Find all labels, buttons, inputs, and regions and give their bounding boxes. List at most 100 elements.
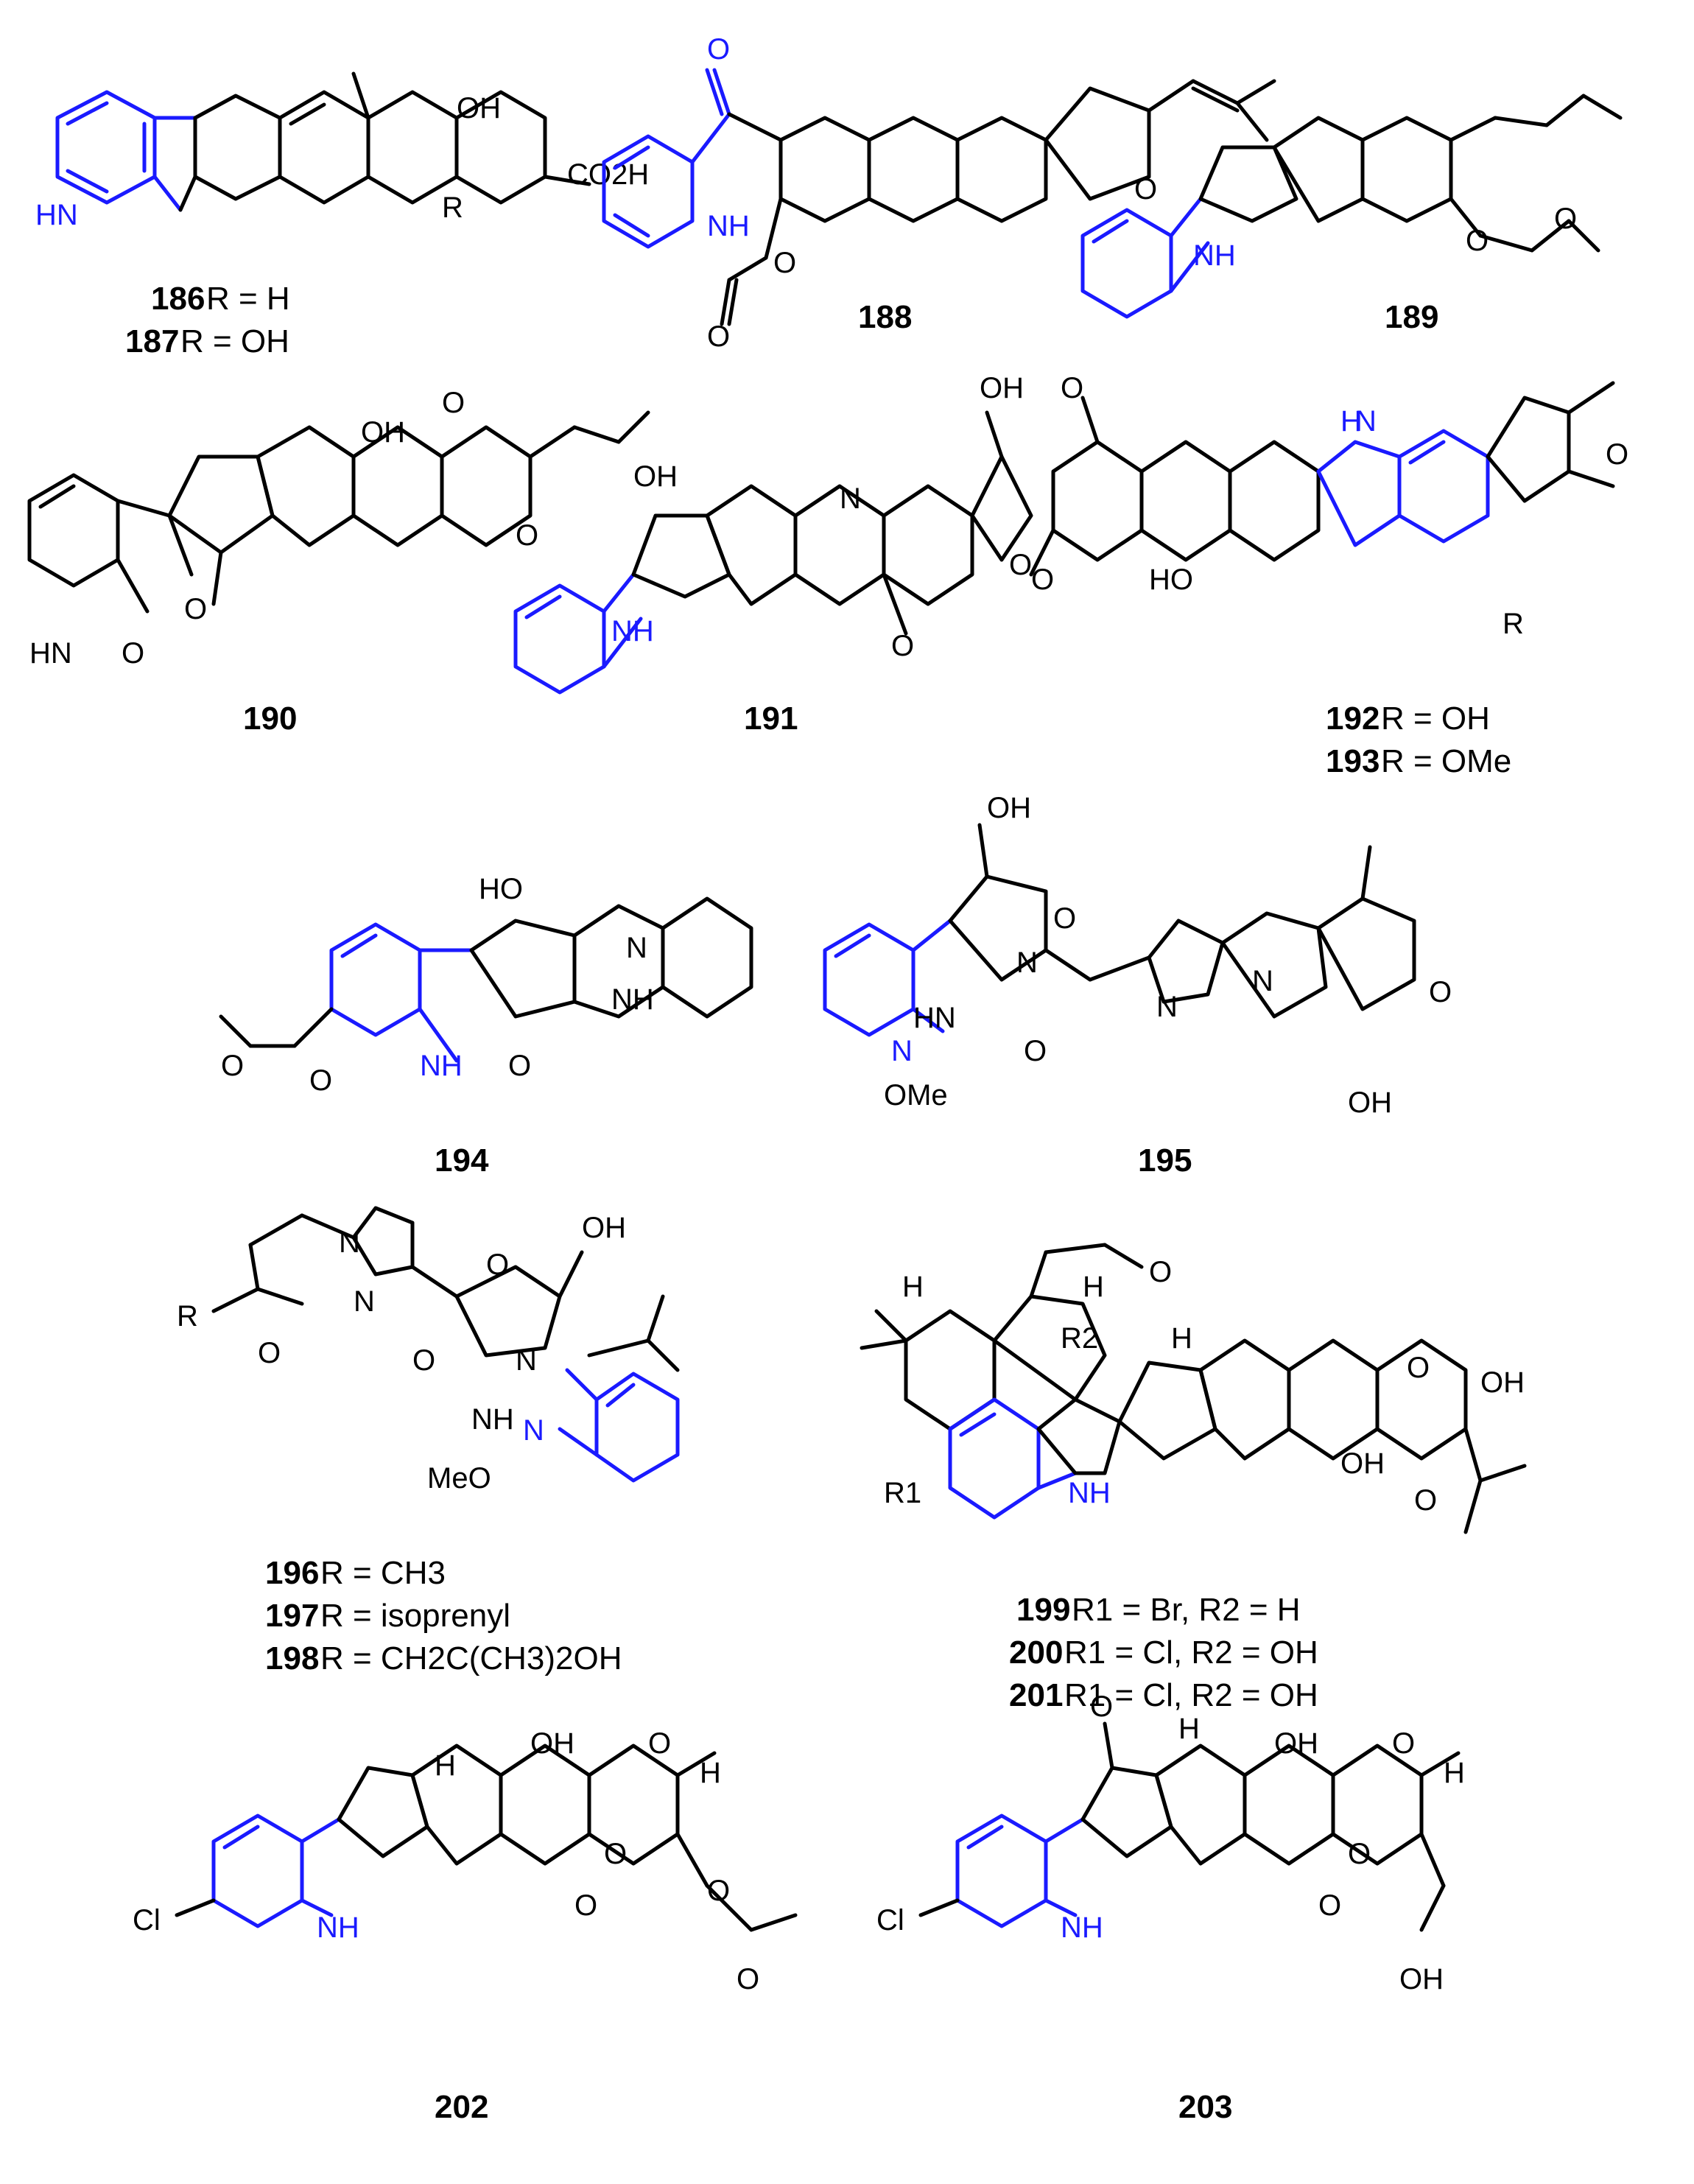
atom-label-cl: Cl — [133, 1904, 161, 1937]
compound-label-196: 196 R = CH3 — [265, 1555, 446, 1591]
atom-label-nh: NH — [420, 1050, 463, 1082]
atom-label-n: N — [339, 1226, 360, 1259]
atom-label-hn: HN — [35, 199, 78, 231]
atom-label-meo: MeO — [427, 1462, 491, 1495]
compound-label-191: 191 — [744, 701, 798, 737]
svg-text:R1 = Cl, R2 = OH: R1 = Cl, R2 = OH — [1064, 1677, 1318, 1713]
svg-text:198: 198 — [265, 1640, 319, 1676]
svg-text:R = OH: R = OH — [1381, 701, 1490, 737]
structure-192-193: H N O O HO O R 192 R = OH 193 R = OMe — [1029, 372, 1628, 779]
svg-text:R = CH2C(CH3)2OH: R = CH2C(CH3)2OH — [320, 1640, 622, 1676]
atom-label-o: O — [1348, 1838, 1371, 1870]
atom-label-nh: NH — [611, 983, 654, 1016]
atom-label-o: O — [648, 1727, 671, 1760]
atom-label-o: O — [1554, 203, 1577, 235]
svg-text:R = CH3: R = CH3 — [320, 1555, 446, 1591]
atom-label-nh: NH — [1068, 1477, 1111, 1509]
atom-label-o: O — [574, 1889, 597, 1922]
atom-label-h: H — [1444, 1757, 1465, 1789]
atom-label-h: H — [1178, 1713, 1200, 1745]
compound-label-197: 197 R = isoprenyl — [265, 1598, 510, 1634]
svg-text:201: 201 — [1009, 1677, 1063, 1713]
atom-label-o: O — [1053, 902, 1076, 935]
svg-text:R = H: R = H — [206, 281, 290, 317]
structure-202: Cl NH OH O H O O O O H 202 — [133, 1727, 798, 2125]
atom-label-o: O — [442, 387, 465, 419]
atom-label-n: N — [626, 932, 647, 964]
atom-label-n: N — [354, 1285, 375, 1318]
atom-label-n: N — [891, 1035, 913, 1067]
atom-label-o: O — [707, 1875, 730, 1907]
atom-label-o: O — [412, 1344, 435, 1377]
atom-label-r: R — [177, 1300, 198, 1332]
atom-label-o: O — [604, 1838, 627, 1870]
svg-text:R1 = Cl, R2 = OH: R1 = Cl, R2 = OH — [1064, 1635, 1318, 1671]
compound-label-193: 193 R = OMe — [1326, 743, 1511, 779]
svg-text:199: 199 — [1016, 1592, 1070, 1628]
atom-label-h: H — [1083, 1271, 1104, 1303]
atom-label-nh: NH — [1061, 1911, 1103, 1944]
atom-label-n: N — [516, 1344, 537, 1377]
atom-label-cl: Cl — [876, 1904, 904, 1937]
structure-194: NH O O O HO NH N 194 — [219, 873, 753, 1179]
compound-label-199: 199 R1 = Br, R2 = H — [1016, 1592, 1301, 1628]
structure-191: NH N OH O O 191 — [513, 372, 1033, 737]
atom-label-o: O — [221, 1050, 244, 1082]
svg-text:R = OMe: R = OMe — [1381, 743, 1511, 779]
atom-label-oh: OH — [1480, 1366, 1525, 1399]
atom-label-o: O — [891, 630, 914, 662]
atom-label-o: O — [1414, 1484, 1437, 1517]
atom-label-o: O — [707, 33, 730, 66]
compound-label-187: 187 R = OH — [125, 323, 289, 359]
atom-label-o: O — [1149, 1256, 1172, 1288]
compound-label-202: 202 — [435, 2089, 488, 2125]
atom-label-h: H — [435, 1749, 456, 1782]
atom-label-oh: OH — [530, 1727, 574, 1760]
atom-label-o: O — [1318, 1889, 1341, 1922]
atom-label-n: N — [523, 1414, 544, 1447]
atom-label-h: H — [1171, 1322, 1192, 1355]
structure-186-187: HN OH R CO2H 186 R = H 187 R = OH — [35, 71, 649, 359]
svg-text:187: 187 — [125, 323, 179, 359]
atom-label-o: O — [1031, 563, 1054, 596]
atom-label-o: O — [1061, 372, 1083, 404]
atom-label-oh: OH — [980, 372, 1024, 404]
atom-label-oh: OH — [1340, 1447, 1385, 1480]
svg-text:186: 186 — [151, 281, 205, 317]
atom-label-ho: HO — [1149, 563, 1193, 596]
compound-label-186: 186 R = H — [151, 281, 290, 317]
atom-label-h: H — [902, 1271, 924, 1303]
atom-label-oh: OH — [1274, 1727, 1318, 1760]
atom-label-o: O — [1024, 1035, 1047, 1067]
atom-label-o: O — [707, 320, 730, 353]
atom-label-oh: OH — [1399, 1963, 1444, 1995]
atom-label-n: N — [1156, 991, 1178, 1023]
atom-label-oh: OH — [582, 1212, 626, 1244]
atom-label-ome: OMe — [884, 1079, 948, 1112]
atom-label-o: O — [1606, 438, 1628, 471]
structure-190: HN O O OH O OH O 190 — [27, 387, 678, 737]
atom-label-h: H — [1340, 405, 1362, 438]
atom-label-nh: NH — [611, 615, 654, 647]
structure-188: O NH O O O 188 — [602, 33, 1276, 353]
atom-label-co2h: CO2H — [567, 158, 649, 191]
atom-label-r: R — [1503, 608, 1524, 640]
atom-label-o: O — [1134, 173, 1157, 206]
compound-label-195: 195 — [1138, 1142, 1192, 1179]
atom-label-o: O — [1009, 549, 1032, 581]
compound-label-200: 200 R1 = Cl, R2 = OH — [1009, 1635, 1318, 1671]
structure-196-198: R O N N OH O O N NH N MeO 196 R = CH3 19… — [177, 1206, 680, 1676]
atom-label-o: O — [309, 1064, 332, 1097]
svg-text:192: 192 — [1326, 701, 1380, 737]
structure-189: NH O O 189 — [1080, 94, 1623, 335]
atom-label-n: N — [840, 482, 861, 515]
atom-label-o: O — [184, 593, 207, 625]
atom-label-o: O — [486, 1249, 509, 1281]
atom-label-o: O — [1429, 976, 1452, 1008]
atom-label-nh: NH — [471, 1403, 514, 1436]
atom-label-oh: OH — [361, 416, 405, 449]
compound-label-188: 188 — [858, 299, 912, 335]
svg-text:200: 200 — [1009, 1635, 1063, 1671]
atom-label-o: O — [1090, 1690, 1113, 1723]
